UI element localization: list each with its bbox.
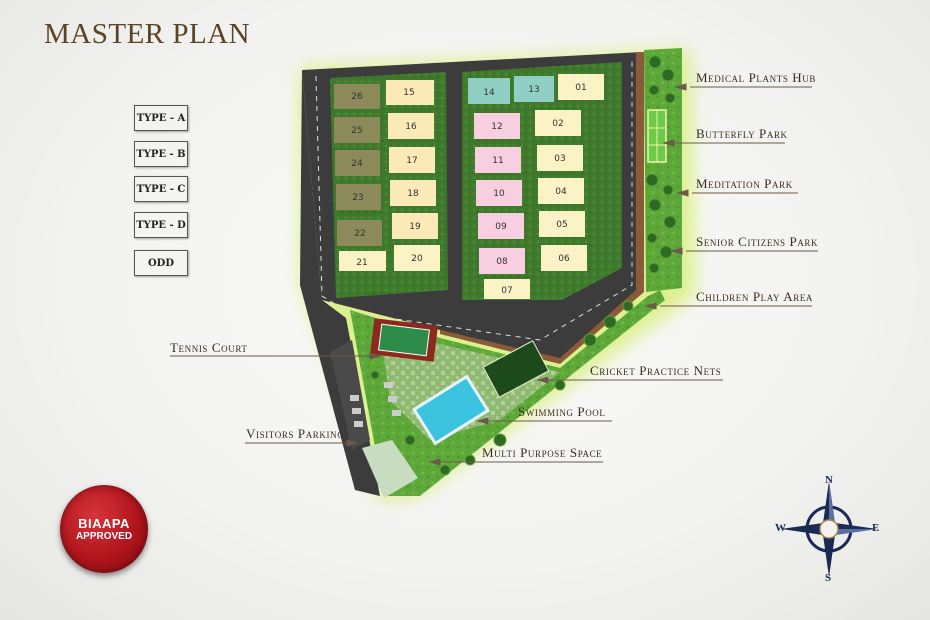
amenity-strip <box>644 48 682 292</box>
road-lower <box>300 70 380 496</box>
plot <box>392 213 438 239</box>
compass-west: W <box>775 522 786 534</box>
legend-type-c: TYPE - C <box>134 176 188 202</box>
label-visitors-parking: Visitors Parking <box>246 426 345 441</box>
plot-label: 06 <box>558 254 570 264</box>
tennis-court-inner <box>378 323 430 357</box>
plot <box>334 84 380 109</box>
compass-south: S <box>825 572 832 584</box>
plot-label: 10 <box>493 189 505 199</box>
cricket-nets <box>482 340 550 398</box>
plot <box>538 178 584 204</box>
plot-label: 23 <box>352 193 363 203</box>
plot-label: 20 <box>411 254 423 264</box>
plots-left-type-b: 26 25 24 23 22 <box>334 84 382 246</box>
plot <box>389 147 435 173</box>
plot-label: 18 <box>407 189 419 199</box>
plot-label: 17 <box>406 156 417 166</box>
page-title: MASTER PLAN <box>44 18 251 50</box>
plot <box>386 80 434 105</box>
plot-label: 07 <box>501 286 512 296</box>
seal-line-1: BIAAPA <box>78 516 130 531</box>
plot <box>478 213 524 239</box>
legend-label: ODD <box>147 257 175 269</box>
legend-type-a: TYPE - A <box>134 105 188 131</box>
label-cricket-practice-nets: Cricket Practice Nets <box>590 363 722 378</box>
plot-label: 02 <box>552 119 563 129</box>
legend-label: TYPE - C <box>136 183 186 195</box>
plot <box>539 211 585 237</box>
plot-label: 19 <box>409 222 421 232</box>
plot <box>558 74 604 100</box>
plot <box>337 220 382 246</box>
seal-line-2: APPROVED <box>75 531 133 542</box>
plot-label: 05 <box>556 220 567 230</box>
plot <box>474 113 520 139</box>
swimming-pool <box>412 374 490 446</box>
multi-purpose-space <box>362 440 418 498</box>
plot <box>334 117 380 143</box>
plot <box>476 180 522 206</box>
legend-odd: ODD <box>134 250 188 276</box>
plot-label: 13 <box>528 85 539 95</box>
plot-label: 24 <box>351 159 363 169</box>
legend-label: TYPE - D <box>136 219 186 231</box>
plot <box>388 113 434 139</box>
legend-label: TYPE - B <box>136 148 186 160</box>
plot-label: 11 <box>492 156 503 166</box>
label-senior-citizens-park: Senior Citizens Park <box>696 234 819 249</box>
plot-label: 15 <box>403 88 414 98</box>
plot-label: 16 <box>405 122 417 132</box>
plot <box>537 145 583 171</box>
plot-label: 08 <box>496 257 508 267</box>
plot <box>484 279 530 299</box>
plot-label: 01 <box>575 83 586 93</box>
plot <box>390 180 436 206</box>
plot-label: 26 <box>351 92 363 102</box>
plot <box>479 248 525 274</box>
label-meditation-park: Meditation Park <box>696 176 793 191</box>
compass-north: N <box>825 474 833 486</box>
plot-label: 21 <box>356 258 367 268</box>
trees <box>370 55 677 476</box>
plot-label: 25 <box>351 126 362 136</box>
plot <box>336 184 381 210</box>
plot-label: 03 <box>554 154 565 164</box>
plot <box>541 245 587 271</box>
label-tennis-court: Tennis Court <box>170 340 248 355</box>
plots-right-type-a: 01 02 03 04 05 06 <box>535 74 604 271</box>
plots-left-type-a: 15 16 17 18 19 20 <box>386 80 440 271</box>
plot-label: 12 <box>491 122 502 132</box>
compass-east: E <box>872 522 880 534</box>
legend-label: TYPE - A <box>136 112 186 124</box>
plot <box>335 150 380 176</box>
label-multi-purpose-space: Multi Purpose Space <box>482 445 603 460</box>
plot <box>535 110 581 136</box>
biaapa-approved-seal: BIAAPA APPROVED <box>60 485 148 573</box>
plot-label: 04 <box>555 187 567 197</box>
plot <box>514 76 554 102</box>
lane-lines <box>315 58 633 341</box>
label-swimming-pool: Swimming Pool <box>518 404 606 419</box>
plot-label: 14 <box>483 88 495 98</box>
compass-rose <box>781 481 877 577</box>
label-medical-plants-hub: Medical Plants Hub <box>696 70 816 85</box>
label-butterfly-park: Butterfly Park <box>696 126 788 141</box>
plot-label: 22 <box>354 229 365 239</box>
plots-right-type-d: 14 13 <box>468 76 554 104</box>
parking-cars <box>350 382 401 427</box>
plot <box>394 245 440 271</box>
label-children-play-area: Children Play Area <box>696 289 814 304</box>
plots-right-type-c: 12 11 10 09 08 <box>474 113 525 274</box>
legend-type-d: TYPE - D <box>134 212 188 238</box>
plot-label: 09 <box>495 222 507 232</box>
plot <box>475 147 521 173</box>
plot <box>339 251 386 271</box>
callout-lines <box>170 83 818 466</box>
legend-type-b: TYPE - B <box>134 141 188 167</box>
plot <box>468 78 510 104</box>
